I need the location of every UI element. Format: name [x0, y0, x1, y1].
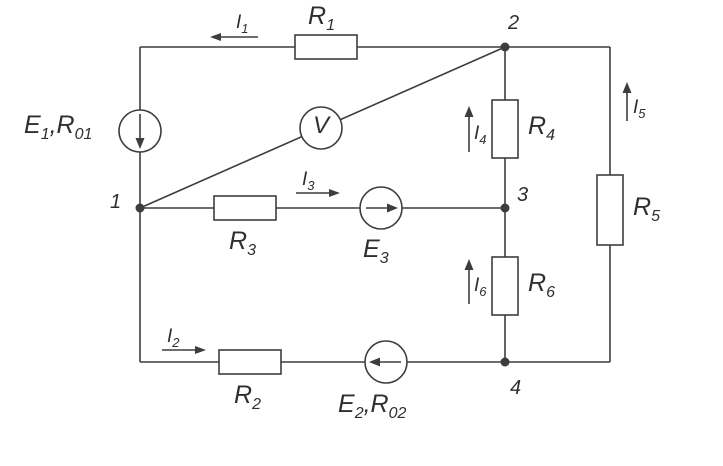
resistor-r2	[218, 349, 282, 375]
current-arrow-i6	[464, 259, 474, 304]
current-arrow-i5	[622, 82, 632, 121]
resistor-r5	[596, 174, 624, 246]
label-current-i5: I5	[633, 97, 646, 121]
current-arrow-i1	[210, 33, 258, 41]
source-e3-arrow-right	[366, 203, 398, 213]
label-node-4: 4	[510, 377, 522, 399]
source-e3-arrow-head	[387, 203, 398, 213]
source-e2-arrow-left	[369, 357, 401, 367]
label-e3: E3	[363, 235, 389, 268]
source-e1-arrow-down	[135, 114, 145, 149]
node-3-dot	[500, 203, 510, 213]
current-arrow-i6-head	[464, 259, 474, 270]
label-r6: R6	[528, 269, 555, 302]
resistor-r4	[491, 99, 519, 159]
resistor-r6	[491, 256, 519, 316]
label-r4: R4	[528, 112, 555, 145]
current-arrow-i3	[296, 189, 340, 197]
current-arrow-i4-head	[464, 106, 474, 117]
node-4-dot	[500, 357, 510, 367]
current-arrow-i2-head	[195, 346, 206, 354]
resistor-r1	[294, 34, 358, 60]
current-arrow-i2	[162, 346, 206, 354]
label-current-i6: I6	[474, 275, 487, 299]
label-voltmeter: V	[312, 112, 329, 139]
label-r1: R1	[308, 2, 335, 35]
source-e2-arrow-head	[369, 357, 380, 367]
label-e2-r02: E2,R02	[338, 390, 407, 423]
label-node-3: 3	[517, 184, 529, 206]
label-current-i4: I4	[474, 123, 487, 147]
label-current-i1: I1	[236, 12, 249, 36]
current-arrow-i1-head	[210, 33, 221, 41]
label-e1-r01: E1,R01	[24, 111, 93, 144]
voltmeter-circle	[299, 106, 343, 150]
node-2-dot	[500, 42, 510, 52]
label-current-i3: I3	[302, 169, 315, 193]
label-node-1: 1	[110, 191, 122, 213]
node-1-dot	[135, 203, 145, 213]
resistor-r3	[213, 195, 277, 221]
current-arrow-i3-head	[329, 189, 340, 197]
current-arrow-i4	[464, 106, 474, 152]
label-r2: R2	[234, 381, 261, 414]
label-current-i2: I2	[167, 326, 180, 350]
label-node-2: 2	[508, 12, 520, 34]
source-e1-arrow-head	[135, 138, 145, 149]
label-r5: R5	[633, 193, 660, 226]
label-r3: R3	[229, 227, 256, 260]
current-arrow-i5-head	[622, 82, 632, 93]
